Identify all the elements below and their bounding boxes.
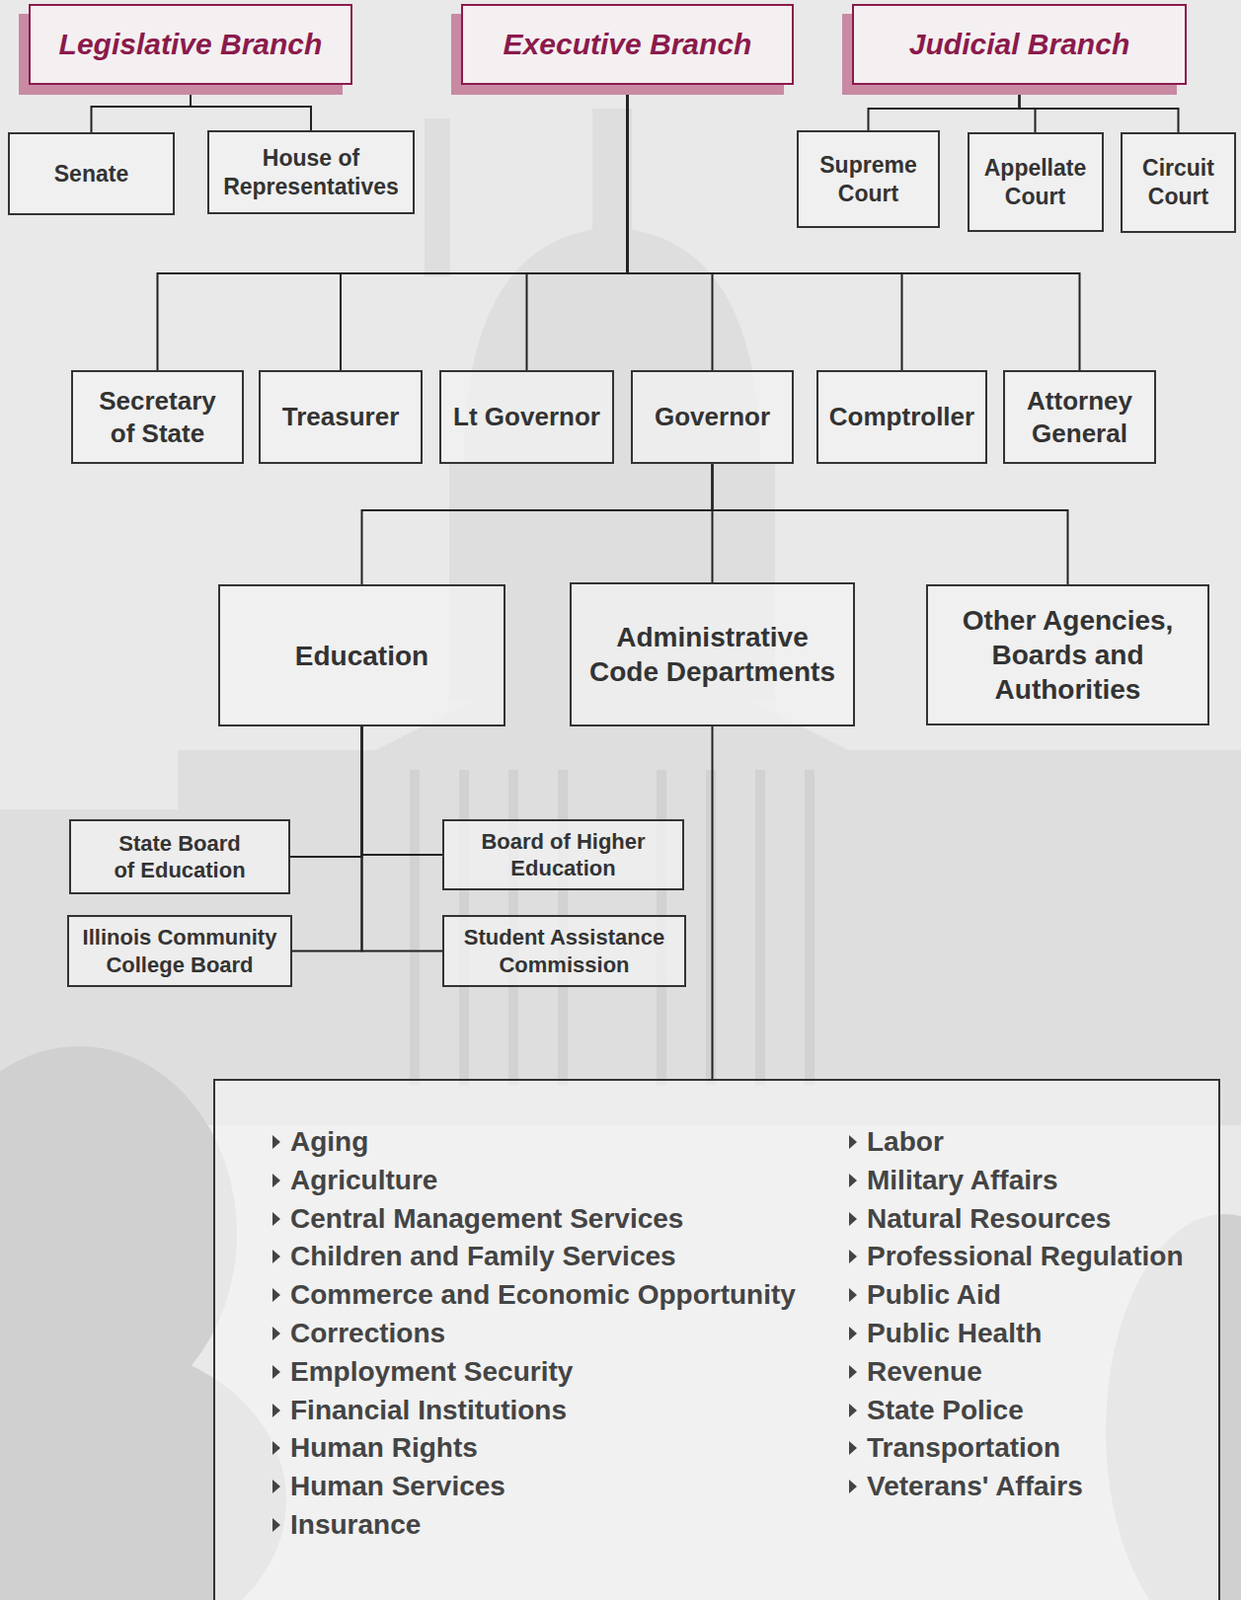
columns <box>414 770 810 1086</box>
department-name: Public Aid <box>866 1278 1002 1313</box>
group-box: Other Agencies, Boards and Authorities <box>926 584 1210 726</box>
org-connector <box>157 84 628 371</box>
box-label: Secretary of State <box>93 385 223 450</box>
box-label: Circuit Court <box>1133 154 1225 212</box>
box-label: Administrative Code Departments <box>583 620 843 690</box>
court-box: Circuit Court <box>1120 132 1237 233</box>
org-connector <box>362 726 444 855</box>
department-name: Professional Regulation <box>866 1240 1184 1274</box>
org-connector <box>868 84 1020 131</box>
trees <box>0 1046 1241 1600</box>
department-name: Human Services <box>290 1470 506 1504</box>
branch-header: Legislative Branch <box>28 3 353 85</box>
department-name: Transportation <box>866 1431 1061 1466</box>
org-connector <box>627 84 713 371</box>
box-label: Attorney General <box>1015 385 1145 450</box>
department-name: Military Affairs <box>866 1163 1058 1198</box>
org-connector <box>712 464 1069 585</box>
org-connector <box>290 726 363 857</box>
department-name: Central Management Services <box>290 1202 684 1237</box>
board-box: State Board of Education <box>69 819 291 895</box>
box-label: Education <box>295 638 429 674</box>
court-box: Appellate Court <box>967 132 1104 233</box>
box-label: Comptroller <box>829 400 975 434</box>
box-label: Illinois Community College Board <box>75 924 285 979</box>
board-box: Illinois Community College Board <box>67 915 293 988</box>
department-name: Insurance <box>290 1508 421 1543</box>
chamber-box: House of Representatives <box>207 130 415 215</box>
office-box: Secretary of State <box>71 370 244 465</box>
office-box: Treasurer <box>258 370 423 465</box>
box-label: Treasurer <box>282 400 400 434</box>
box-label: Executive Branch <box>503 25 753 64</box>
box-label: Senate <box>54 159 129 189</box>
org-connector <box>362 464 713 585</box>
department-name: Corrections <box>290 1317 446 1351</box>
chamber-box: Senate <box>7 132 175 216</box>
group-box: Administrative Code Departments <box>569 582 855 727</box>
box-label: State Board of Education <box>110 830 249 885</box>
wing <box>177 750 1241 1126</box>
box-label: Student Assistance Commission <box>450 924 679 979</box>
department-name: Employment Security <box>290 1355 573 1390</box>
box-label: Legislative Branch <box>59 25 323 64</box>
lantern <box>424 118 451 277</box>
department-name: Natural Resources <box>866 1202 1111 1237</box>
board-box: Student Assistance Commission <box>442 915 687 988</box>
org-connector <box>711 726 714 1080</box>
department-name: Agriculture <box>290 1163 438 1198</box>
branch-header: Judicial Branch <box>852 3 1187 85</box>
department-name: Commerce and Economic Opportunity <box>290 1278 796 1313</box>
department-list: AgingAgricultureCentral Management Servi… <box>213 1079 1221 1600</box>
office-box: Comptroller <box>816 370 988 465</box>
org-connector <box>527 84 628 371</box>
department-name: State Police <box>866 1394 1024 1428</box>
department-name: Aging <box>290 1125 369 1160</box>
org-connector <box>1019 84 1179 133</box>
office-box: Lt Governor <box>439 370 615 465</box>
branch-header: Executive Branch <box>461 3 794 85</box>
department-name: Financial Institutions <box>290 1394 567 1428</box>
box-label: Appellate Court <box>977 154 1094 212</box>
org-connector <box>340 84 628 371</box>
office-box: Attorney General <box>1003 370 1157 465</box>
office-box: Governor <box>630 370 794 465</box>
box-label: Lt Governor <box>453 400 601 434</box>
group-box: Education <box>218 584 506 727</box>
box-label: Judicial Branch <box>909 25 1130 64</box>
department-name: Children and Family Services <box>290 1240 677 1274</box>
box-label: Governor <box>654 400 771 434</box>
capitol-building <box>0 108 1241 1126</box>
department-name: Veterans' Affairs <box>866 1470 1084 1504</box>
box-label: Board of Higher Education <box>450 828 677 883</box>
org-connector <box>190 84 311 131</box>
board-box: Board of Higher Education <box>442 819 685 891</box>
department-name: Labor <box>866 1125 944 1160</box>
department-name: Revenue <box>866 1355 983 1390</box>
department-name: Human Rights <box>290 1431 478 1466</box>
box-label: Supreme Court <box>813 151 925 209</box>
org-connector <box>91 84 192 133</box>
box-label: House of Representatives <box>217 144 405 202</box>
org-connector <box>362 726 444 952</box>
org-connector <box>292 726 363 952</box>
court-box: Supreme Court <box>796 130 940 229</box>
department-name: Public Health <box>866 1317 1042 1351</box>
box-label: Other Agencies, Boards and Authorities <box>944 603 1192 707</box>
